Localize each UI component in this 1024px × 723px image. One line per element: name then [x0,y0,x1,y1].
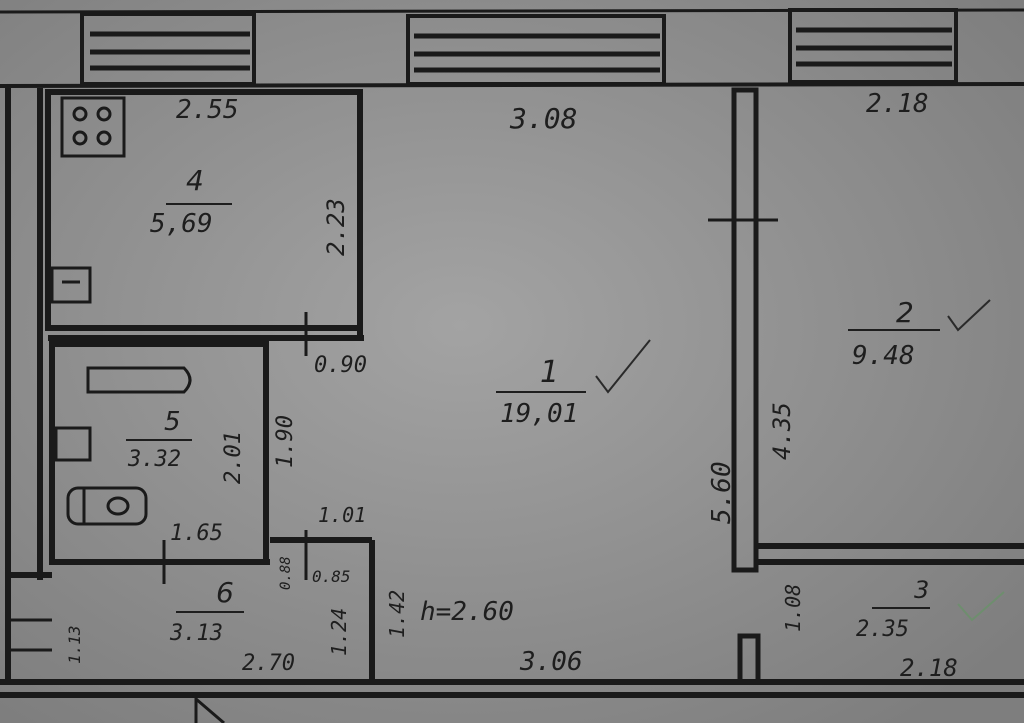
bedroom-room-number: 2 [896,296,914,329]
bedroom-depth-label: 4.35 [768,402,796,460]
closet-depth-label: 1.08 [781,584,805,632]
bathtub-icon [86,366,192,394]
kitchen-room-number: 4 [186,164,204,197]
bath-width-label: 1.65 [170,521,223,546]
bath-room-number: 5 [164,407,181,437]
bedroom-area-label: 9.48 [852,341,915,371]
washbasin-icon [54,426,92,462]
living-area-label: 19,01 [500,399,578,429]
ceiling-height-label: h=2.60 [420,597,514,627]
living-depth-label: 5.60 [707,461,737,524]
living-room-number: 1 [540,355,559,390]
door-marks [162,218,778,584]
interior-walls [10,87,1024,685]
bath-depth-label: 2.01 [221,431,246,484]
hall-room-number: 6 [216,576,234,609]
bath-side-dim-label: 1.90 [273,415,298,468]
stove-icon [60,96,126,158]
living-bottom-width-label: 3.06 [519,647,583,677]
bath-area-label: 3.32 [127,447,181,472]
kitchen-depth-label: 2.23 [322,198,350,256]
entrance-dim-label: 1.13 [65,625,84,664]
hall-top-dim-label: 1.01 [318,503,366,527]
entrance-door-icon [194,694,270,723]
hall-width-label: 2.70 [242,651,295,676]
living-width-label: 3.08 [509,102,577,135]
bath-door-dim-label: 0.90 [314,353,367,378]
closet-room-number: 3 [914,576,929,604]
hall-depth-label: 1.24 [327,608,351,656]
outer-walls [0,88,1024,698]
balcony-strip [0,8,1024,88]
check-marks [595,299,1005,622]
closet-area-label: 2.35 [856,617,909,642]
kitchen-sink-icon [50,266,92,304]
closet-width-label: 2.18 [900,654,958,682]
hall-side-dim-label: 1.42 [385,590,409,638]
toilet-icon [66,486,148,526]
hall-small-dim-a: 0.88 [278,556,294,590]
bedroom-width-label: 2.18 [866,89,929,119]
hall-area-label: 3.13 [169,621,223,646]
kitchen-area-label: 5,69 [150,209,213,239]
hall-small-dim-b: 0.85 [312,567,351,586]
kitchen-width-label: 2.55 [176,95,239,125]
